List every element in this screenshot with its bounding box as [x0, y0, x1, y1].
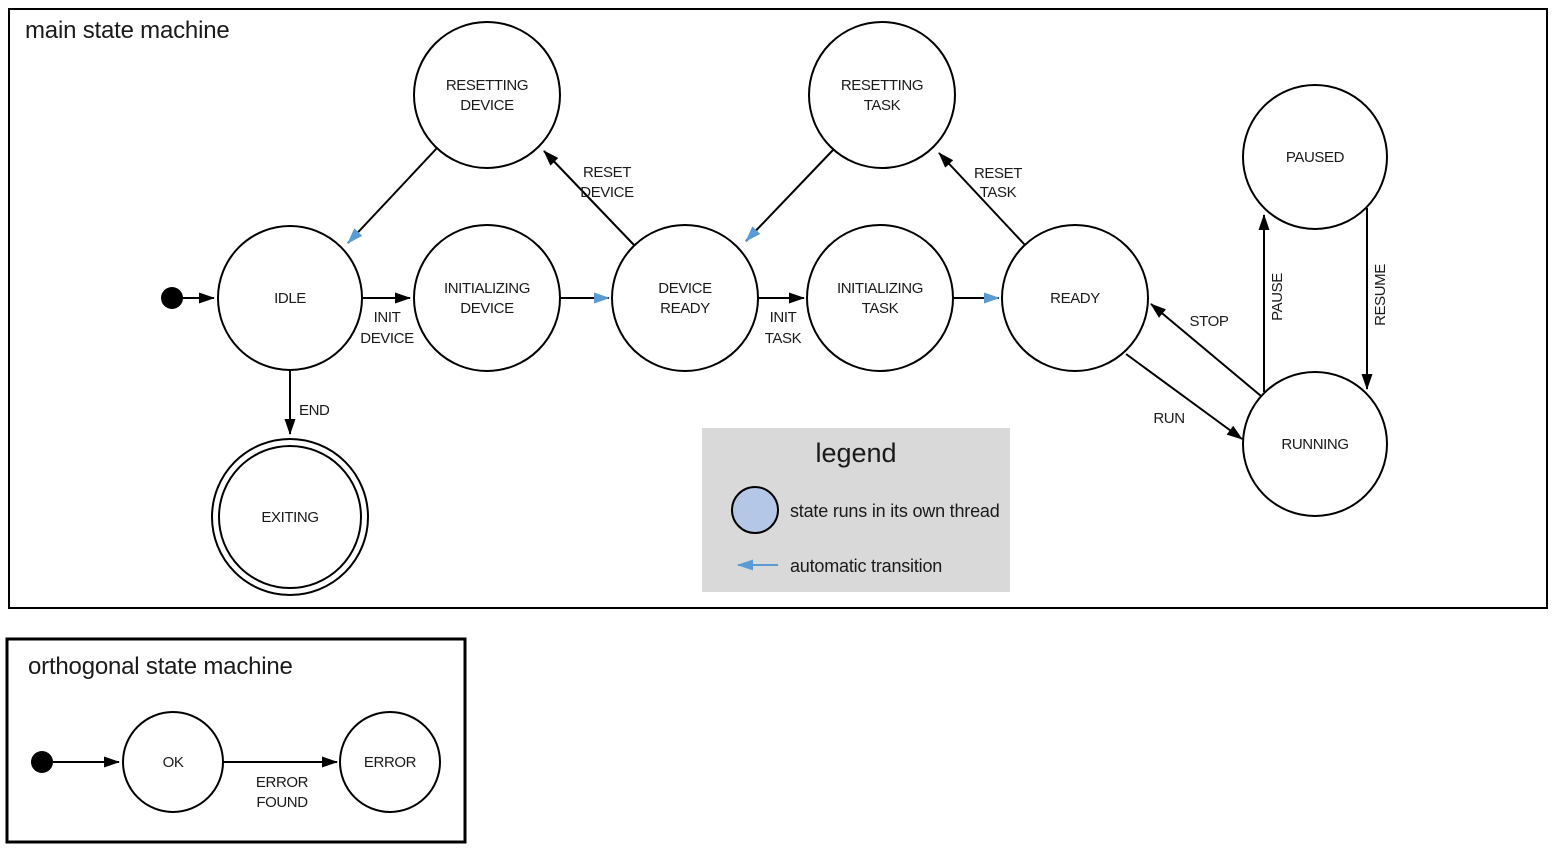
transition-run-arrow [1125, 353, 1243, 440]
state-running: RUNNING [1242, 371, 1388, 517]
state-resetting-task-circle [808, 21, 956, 169]
state-paused-circle [1242, 84, 1388, 230]
state-initializing-device: INITIALIZING DEVICE [413, 224, 561, 372]
state-resetting-task-label-line1: RESETTING [841, 77, 923, 94]
transition-reset-device-arrow [543, 150, 635, 246]
orthogonal-initial-state-dot [31, 751, 53, 773]
state-device-ready-label-line1: DEVICE [658, 280, 712, 297]
state-initializing-device-label-line1: INITIALIZING [444, 280, 530, 297]
state-exiting-final: EXITING [211, 438, 369, 596]
state-resetting-device-label-line2: DEVICE [460, 97, 514, 114]
state-initializing-task-circle [806, 224, 954, 372]
state-running-circle [1242, 371, 1388, 517]
transition-run-label: RUN [1153, 410, 1184, 427]
transition-stop-arrow [1150, 303, 1262, 397]
transition-init-task-label-line1: INIT [770, 309, 797, 326]
state-exiting-circle [218, 445, 362, 589]
transition-reset-task-arrow [938, 152, 1026, 246]
legend-threaded-state-icon [731, 486, 779, 534]
state-error-circle [339, 711, 441, 813]
state-device-ready-circle [611, 224, 759, 372]
state-exiting-label: EXITING [261, 509, 318, 526]
state-resetting-task: RESETTING TASK [808, 21, 956, 169]
transition-resume-label: RESUME [1372, 264, 1389, 326]
main-panel-title: main state machine [25, 17, 230, 44]
transition-error-found-label-line2: FOUND [256, 794, 308, 811]
state-resetting-device-circle [413, 21, 561, 169]
transition-end-label: END [299, 402, 330, 419]
transition-init-device-label-line1: INIT [374, 309, 401, 326]
main-panel-border [8, 8, 1548, 609]
state-ready-circle [1001, 224, 1149, 372]
transition-auto-resettask-to-deviceready-arrow [745, 149, 834, 242]
state-ready-label: READY [1050, 290, 1100, 307]
state-device-ready: DEVICE READY [611, 224, 759, 372]
state-idle-label: IDLE [274, 290, 306, 307]
state-error-label: ERROR [364, 754, 417, 771]
orthogonal-panel-border [5, 637, 467, 844]
state-paused: PAUSED [1242, 84, 1388, 230]
orthogonal-panel-title: orthogonal state machine [28, 653, 293, 680]
state-initializing-task-label-line2: TASK [862, 300, 899, 317]
legend: legend state runs in its own thread auto… [702, 428, 1010, 592]
state-ok-label: OK [163, 754, 184, 771]
state-initializing-device-label-line2: DEVICE [460, 300, 514, 317]
state-running-label: RUNNING [1281, 436, 1348, 453]
transition-stop-label: STOP [1190, 313, 1229, 330]
state-resetting-device-label-line1: RESETTING [446, 77, 528, 94]
state-ok: OK [122, 711, 224, 813]
transition-auto-resetdevice-to-idle-arrow [347, 147, 438, 244]
state-idle: IDLE [217, 225, 363, 371]
transition-error-found-label-line1: ERROR [256, 774, 309, 791]
transition-pause-label: PAUSE [1269, 273, 1286, 321]
state-ready: READY [1001, 224, 1149, 372]
transition-reset-device-label-line1: RESET [583, 164, 631, 181]
transition-reset-device-label-line2: DEVICE [580, 184, 634, 201]
legend-threaded-state-label: state runs in its own thread [790, 501, 1000, 521]
state-resetting-device: RESETTING DEVICE [413, 21, 561, 169]
state-device-ready-label-line2: READY [660, 300, 710, 317]
state-idle-circle [217, 225, 363, 371]
state-paused-label: PAUSED [1286, 149, 1345, 166]
state-resetting-task-label-line2: TASK [864, 97, 901, 114]
legend-auto-transition-label: automatic transition [790, 556, 942, 576]
transition-reset-task-label-line1: RESET [974, 165, 1022, 182]
transition-reset-task-label-line2: TASK [980, 184, 1017, 201]
initial-state-dot [161, 287, 183, 309]
state-initializing-task: INITIALIZING TASK [806, 224, 954, 372]
state-error: ERROR [339, 711, 441, 813]
transition-init-device-label-line2: DEVICE [360, 330, 414, 347]
state-initializing-device-circle [413, 224, 561, 372]
legend-title: legend [815, 438, 896, 468]
state-initializing-task-label-line1: INITIALIZING [837, 280, 923, 297]
transition-init-task-label-line2: TASK [765, 330, 802, 347]
